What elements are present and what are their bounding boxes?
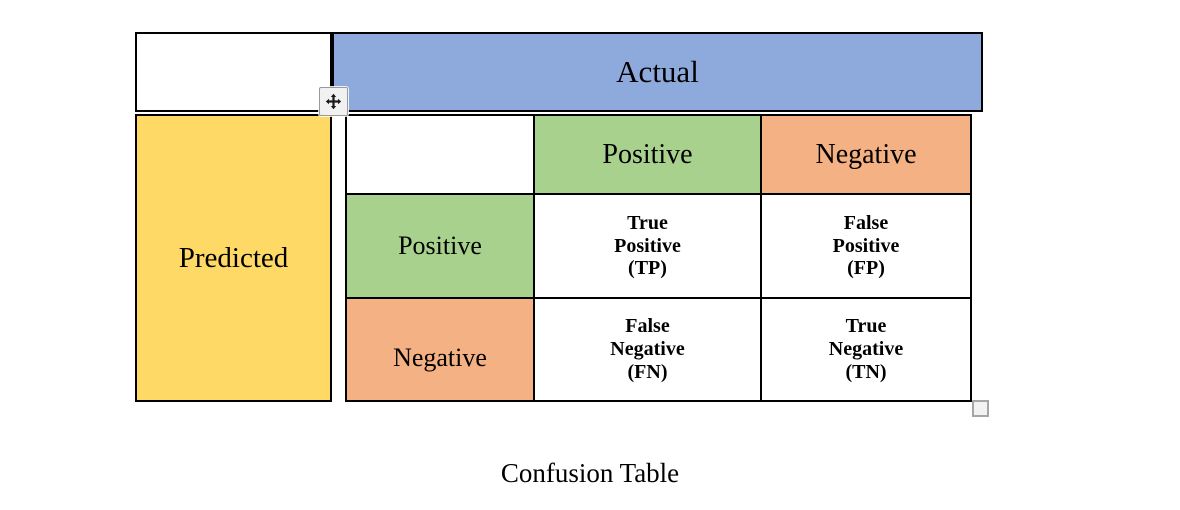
cell-tp-line3: (TP)	[628, 257, 667, 280]
corner-blank-cell[interactable]	[135, 32, 332, 112]
cell-fp-line2: Positive	[832, 234, 900, 257]
cell-false-negative-text: False Negative (FN)	[610, 315, 684, 383]
cell-false-positive[interactable]: False Positive (FP)	[760, 193, 972, 299]
cell-tn-line1: True	[845, 315, 887, 338]
cell-fn-line3: (FN)	[627, 360, 668, 383]
predicted-header-cell[interactable]: Predicted	[135, 114, 332, 402]
cell-true-positive-text: True Positive (TP)	[614, 212, 681, 280]
inner-blank-cell[interactable]	[345, 114, 535, 195]
cell-fn-line2: Negative	[610, 338, 685, 361]
cell-tp-line2: Positive	[614, 234, 681, 257]
cell-fp-line3: (FP)	[847, 257, 885, 280]
move-four-arrows-icon[interactable]	[319, 87, 348, 116]
cell-false-negative[interactable]: False Negative (FN)	[533, 297, 762, 402]
cell-tn-line2: Negative	[828, 338, 904, 361]
cell-false-positive-text: False Positive (FP)	[833, 212, 900, 280]
cell-true-negative-text: True Negative (TN)	[829, 315, 903, 383]
actual-header-cell[interactable]: Actual	[332, 32, 983, 112]
cell-tn-line3: (TN)	[845, 360, 887, 383]
cell-fp-line1: False	[843, 211, 889, 234]
cell-true-positive[interactable]: True Positive (TP)	[533, 193, 762, 299]
row-header-negative[interactable]: Negative	[345, 297, 535, 402]
row-header-positive-label: Positive	[398, 231, 482, 261]
resize-corner-handle-icon[interactable]	[972, 400, 989, 417]
cell-true-negative[interactable]: True Negative (TN)	[760, 297, 972, 402]
cell-fn-line1: False	[625, 315, 670, 338]
row-header-positive[interactable]: Positive	[345, 193, 535, 299]
inner-matrix: Positive Negative Positive True Positive…	[345, 114, 978, 402]
cell-tp-line1: True	[627, 211, 668, 234]
row-header-negative-label: Negative	[393, 342, 487, 372]
column-header-negative[interactable]: Negative	[760, 114, 972, 195]
diagram-caption: Confusion Table	[500, 458, 680, 488]
column-header-positive[interactable]: Positive	[533, 114, 762, 195]
